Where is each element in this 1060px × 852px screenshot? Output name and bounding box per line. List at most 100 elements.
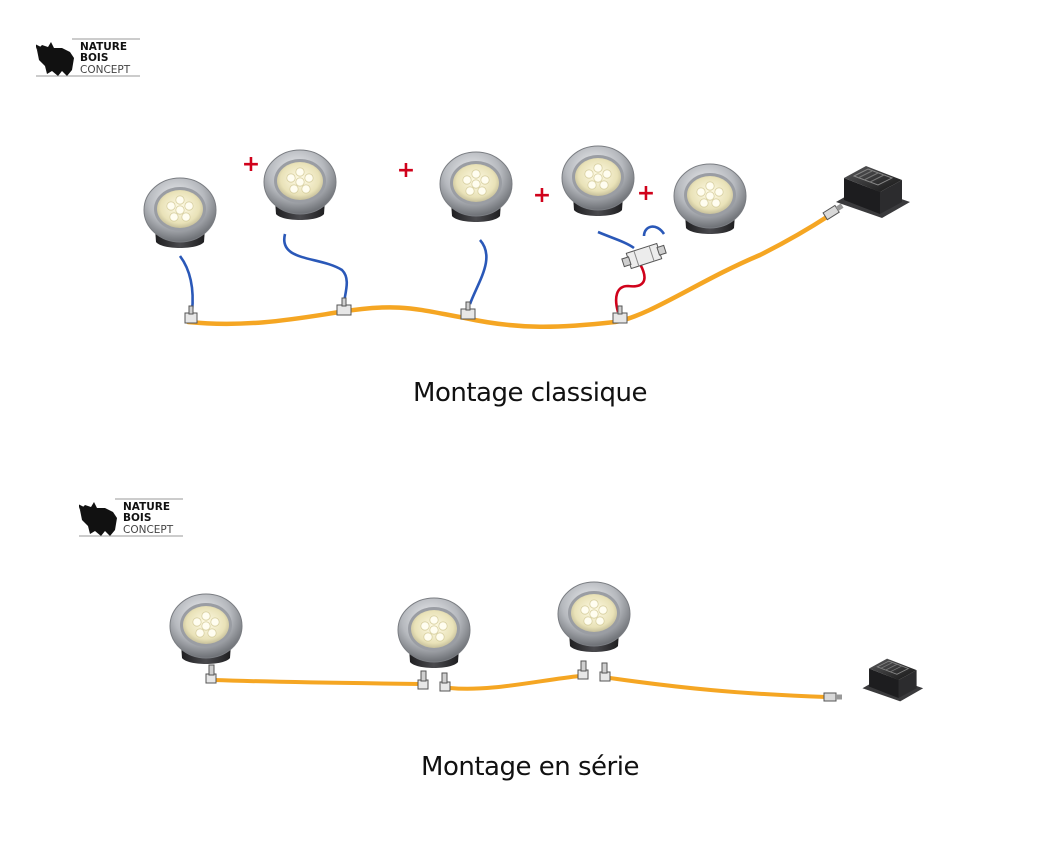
transformer-side <box>844 178 880 214</box>
brand-line-3: CONCEPT <box>80 64 131 76</box>
transformer-ribs <box>876 660 910 675</box>
brand-line-1: NATURE <box>123 501 170 513</box>
led-dot <box>289 184 299 194</box>
series-diagram <box>169 581 924 702</box>
classic-caption: Montage classique <box>413 378 647 408</box>
led-dot <box>195 628 205 638</box>
led-dot <box>583 616 593 626</box>
cable-connector <box>577 660 589 680</box>
led-dot <box>593 163 603 173</box>
brand-line-2: BOIS <box>123 512 151 524</box>
rhino-icon <box>36 42 74 76</box>
main-cable <box>213 678 421 686</box>
led-dot <box>477 186 487 196</box>
cable-connector <box>599 662 611 682</box>
led-dot <box>714 187 724 197</box>
led-dot <box>598 605 608 615</box>
led-dot <box>480 175 490 185</box>
main-cable <box>185 212 833 330</box>
led-dot <box>295 167 305 177</box>
cable-connector <box>205 664 217 684</box>
led-dot <box>699 198 709 208</box>
led-dot <box>295 177 305 187</box>
led-dot <box>181 212 191 222</box>
led-dot <box>175 195 185 205</box>
led-dot <box>429 625 439 635</box>
led-dot <box>602 169 612 179</box>
cable-connector <box>417 670 429 690</box>
spot-lamp <box>557 581 631 652</box>
led-dot <box>589 609 599 619</box>
led-dot <box>423 632 433 642</box>
led-dot <box>696 187 706 197</box>
brand-line-1: NATURE <box>80 41 127 53</box>
led-dot <box>711 198 721 208</box>
lamp-lead <box>597 230 635 250</box>
spot-lamp <box>561 145 635 216</box>
led-dot <box>580 605 590 615</box>
led-dot <box>304 173 314 183</box>
spot-lamp <box>397 597 471 668</box>
splitter-connector <box>621 242 667 270</box>
plus-sign: + <box>637 181 655 206</box>
led-dot <box>175 205 185 215</box>
plus-sign: + <box>397 158 415 183</box>
led-dot <box>184 201 194 211</box>
brand-logo: NATURE BOIS CONCEPT <box>79 498 185 538</box>
t-connector <box>184 305 198 324</box>
brand-line-2: BOIS <box>80 52 108 64</box>
brand-logo: NATURE BOIS CONCEPT <box>36 38 142 78</box>
positive-lead <box>614 263 646 313</box>
transformer-front <box>880 180 902 214</box>
spot-lamp <box>263 149 337 220</box>
t-connector <box>460 301 476 320</box>
spot-lamp <box>673 163 747 234</box>
spot-lamp <box>143 177 217 248</box>
spot-lamp <box>169 593 243 664</box>
led-dot <box>595 616 605 626</box>
plus-sign: + <box>533 183 551 208</box>
cable-connector <box>439 672 451 692</box>
main-cable <box>449 674 581 691</box>
led-dot <box>201 611 211 621</box>
transformer-side <box>869 668 899 699</box>
led-dot <box>210 617 220 627</box>
lamp-lead <box>283 233 349 303</box>
led-dot <box>429 615 439 625</box>
led-dot <box>705 181 715 191</box>
classic-diagram: + + + + <box>143 145 910 330</box>
cable-plug <box>823 692 842 702</box>
lamp-lead <box>178 255 194 313</box>
transformer-ribs <box>857 170 885 183</box>
led-dot <box>599 180 609 190</box>
led-dot <box>192 617 202 627</box>
main-cable <box>609 676 827 699</box>
led-dot <box>301 184 311 194</box>
led-dot <box>587 180 597 190</box>
led-dot <box>438 621 448 631</box>
led-dot <box>166 201 176 211</box>
t-connector <box>336 297 352 316</box>
plus-sign: + <box>242 152 260 177</box>
led-dot <box>201 621 211 631</box>
led-dot <box>471 169 481 179</box>
cable-plug <box>822 203 844 221</box>
led-dot <box>286 173 296 183</box>
led-dot <box>462 175 472 185</box>
led-dot <box>169 212 179 222</box>
lamp-lead <box>468 239 488 305</box>
led-dot <box>435 632 445 642</box>
led-dot <box>471 179 481 189</box>
led-dot <box>593 173 603 183</box>
led-dot <box>207 628 217 638</box>
series-caption: Montage en série <box>421 752 639 782</box>
transformer-top <box>844 166 902 192</box>
led-dot <box>589 599 599 609</box>
led-dot <box>705 191 715 201</box>
transformer <box>862 658 924 702</box>
brand-line-3: CONCEPT <box>123 524 174 536</box>
transformer-top <box>869 658 917 680</box>
t-connector <box>612 305 628 324</box>
lamp-lead <box>642 225 666 237</box>
